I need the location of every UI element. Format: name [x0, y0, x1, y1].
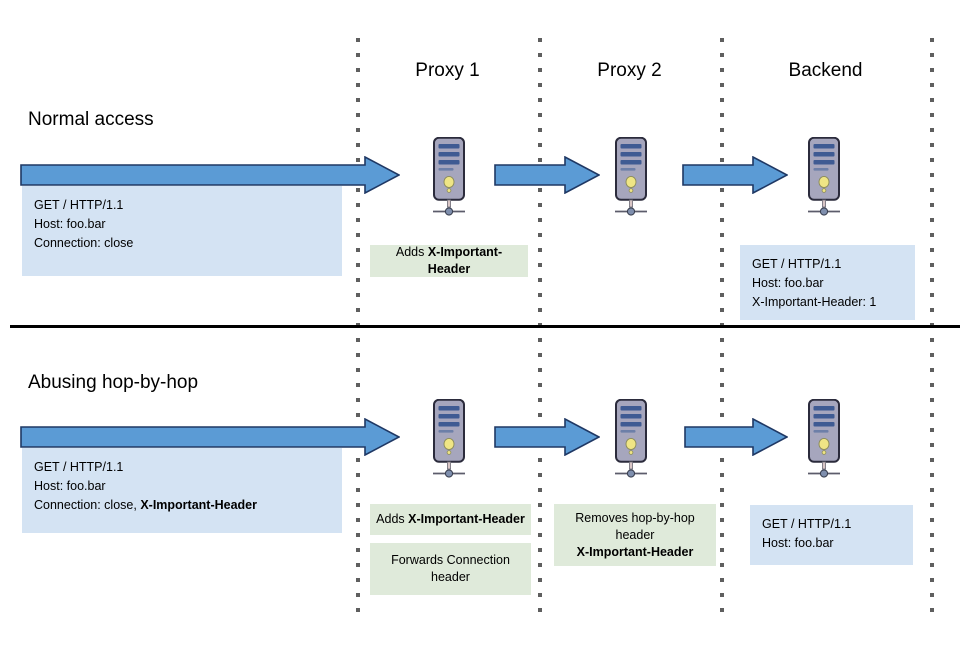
request-line: Host: foo.bar: [34, 479, 106, 493]
hop-arrow-proxy1-proxy2-normal: [494, 156, 600, 194]
note-strong-text: X-Important-Header: [427, 245, 503, 276]
client-request-box-normal: GET / HTTP/1.1 Host: foo.bar Connection:…: [22, 186, 342, 276]
server-tower-icon: [607, 137, 655, 217]
note-strong-text: X-Important-Header: [576, 544, 694, 559]
server-tower-icon: [425, 137, 473, 217]
server-tower-icon: [607, 399, 655, 479]
request-line-strong: X-Important-Header: [140, 498, 257, 512]
request-line: GET / HTTP/1.1: [34, 198, 124, 212]
note-text: Forwards Connection header: [391, 553, 510, 584]
server-tower-icon: [800, 137, 848, 217]
server-tower-icon: [800, 399, 848, 479]
backend-request-box-normal: GET / HTTP/1.1 Host: foo.bar X-Important…: [740, 245, 915, 320]
hop-arrow-proxy1-proxy2-abuse: [494, 418, 600, 456]
backend-request-box-abuse: GET / HTTP/1.1 Host: foo.bar: [750, 505, 913, 565]
client-request-arrow-normal: [20, 156, 400, 194]
proxy1-note-2-abuse: Forwards Connection header: [370, 543, 531, 595]
request-line: GET / HTTP/1.1: [762, 517, 852, 531]
request-line: Connection: close: [34, 236, 134, 250]
hop-arrow-proxy2-backend-abuse: [684, 418, 788, 456]
section-title-normal-access: Normal access: [28, 109, 154, 130]
note-text: Adds X-Important-Header: [395, 245, 503, 276]
client-request-arrow-abuse: [20, 418, 400, 456]
proxy1-note-1-abuse: Adds X-Important-Header: [370, 504, 531, 535]
server-tower-icon: [425, 399, 473, 479]
hop-arrow-proxy2-backend-normal: [682, 156, 788, 194]
column-title-proxy-1: Proxy 1: [415, 60, 480, 81]
client-request-box-abuse: GET / HTTP/1.1 Host: foo.bar Connection:…: [22, 448, 342, 533]
column-title-proxy-2: Proxy 2: [597, 60, 662, 81]
note-text: Adds X-Important-Header: [376, 512, 525, 526]
note-strong-text: X-Important-Header: [408, 512, 525, 526]
proxy1-note-normal: Adds X-Important-Header: [370, 245, 528, 277]
column-title-backend: Backend: [788, 60, 863, 81]
section-divider: [10, 325, 960, 328]
section-title-abusing-hop-by-hop: Abusing hop-by-hop: [28, 372, 199, 393]
request-line: Host: foo.bar: [752, 276, 824, 290]
request-line: Host: foo.bar: [34, 217, 106, 231]
request-line: GET / HTTP/1.1: [34, 460, 124, 474]
request-line: GET / HTTP/1.1: [752, 257, 842, 271]
request-line: Connection: close, X-Important-Header: [34, 498, 257, 512]
request-line: X-Important-Header: 1: [752, 295, 877, 309]
request-line: Host: foo.bar: [762, 536, 834, 550]
